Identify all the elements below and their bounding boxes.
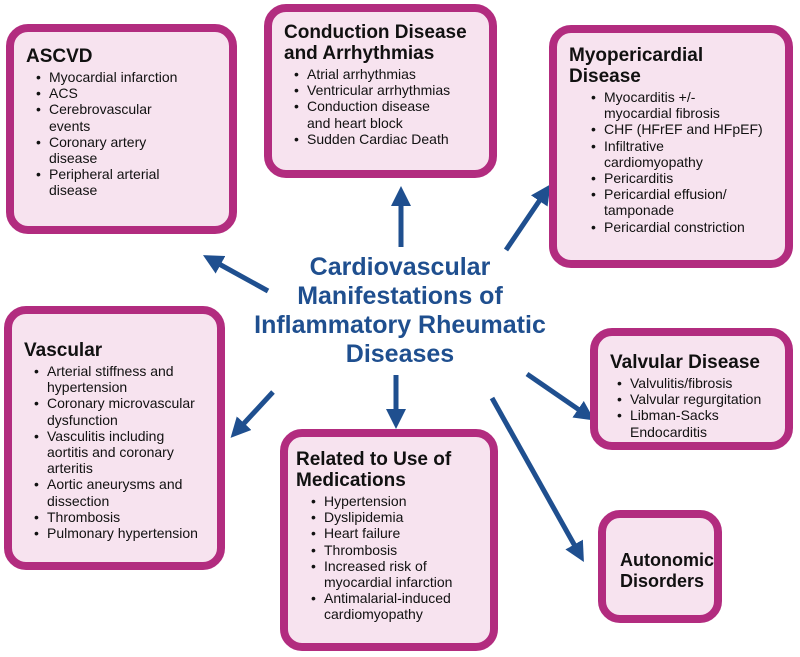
center-title-line: Diseases [345, 340, 455, 368]
list-item: Myocarditis +/- myocardial fibrosis [591, 89, 754, 121]
box-autonomic: Autonomic Disorders [598, 510, 722, 623]
box-title-line: Autonomic [620, 550, 714, 570]
list-item: Antimalarial-induced cardiomyopathy [311, 590, 474, 622]
box-title: Related to Use of Medications [296, 449, 482, 491]
list-item: Valvular regurgitation [617, 391, 777, 407]
center-title-line: Cardiovascular [309, 253, 491, 281]
box-title: Autonomic Disorders [620, 550, 714, 592]
list-item: Thrombosis [34, 509, 209, 525]
list-item: Infiltrative cardiomyopathy [591, 138, 734, 170]
arrow-to-vascular [230, 390, 275, 438]
item-list: Myocardial infarction ACS Cerebrovascula… [26, 69, 219, 199]
box-title-line: ASCVD [26, 46, 93, 67]
list-item: Hypertension [311, 493, 482, 509]
list-item: Pericardial effusion/ tamponade [591, 186, 764, 218]
box-conduction: Conduction Disease and Arrhythmias Atria… [264, 4, 497, 178]
list-item: Pulmonary hypertension [34, 525, 209, 541]
list-item: Aortic aneurysms and dissection [34, 476, 197, 508]
box-title-line: Medications [296, 470, 406, 491]
box-title: Myopericardial Disease [569, 45, 777, 87]
box-valvular: Valvular Disease Valvulitis/fibrosis Val… [590, 328, 793, 450]
box-title-line: Conduction Disease [284, 22, 467, 43]
list-item: ACS [36, 85, 219, 101]
center-title-line: Manifestations of [297, 282, 503, 310]
arrow-to-valvular [525, 371, 595, 421]
list-item: Increased risk of myocardial infarction [311, 558, 484, 590]
box-title-line: Valvular Disease [610, 352, 760, 373]
arrow-to-ascvd [202, 255, 270, 294]
box-title-line: Myopericardial [569, 45, 704, 66]
box-title-line: Related to Use of [296, 449, 452, 470]
center-title: Cardiovascular Manifestations of Inflamm… [235, 253, 565, 369]
list-item: Thrombosis [311, 542, 482, 558]
box-title-line: Disorders [620, 571, 705, 591]
arrow-to-myopericardial [503, 184, 551, 252]
list-item: Libman-Sacks Endocarditis [617, 407, 740, 439]
list-item: Heart failure [311, 525, 482, 541]
list-item: Sudden Cardiac Death [294, 131, 479, 147]
box-title-line: Disease [569, 66, 641, 87]
box-title: Conduction Disease and Arrhythmias [284, 22, 479, 64]
list-item: Conduction disease and heart block [294, 98, 452, 130]
list-item: Ventricular arrhythmias [294, 82, 479, 98]
list-item: Coronary artery disease [36, 134, 174, 166]
box-title-line: Vascular [24, 340, 103, 361]
list-item: Arterial stiffness and hypertension [34, 363, 197, 395]
list-item: Coronary microvascular dysfunction [34, 395, 197, 427]
item-list: Valvulitis/fibrosis Valvular regurgitati… [610, 375, 777, 440]
list-item: CHF (HFrEF and HFpEF) [591, 121, 777, 137]
list-item: Pericardial constriction [591, 219, 777, 235]
box-title: Vascular [24, 340, 209, 361]
box-ascvd: ASCVD Myocardial infarction ACS Cerebrov… [6, 24, 237, 234]
box-medications: Related to Use of Medications Hypertensi… [280, 429, 498, 651]
item-list: Arterial stiffness and hypertension Coro… [24, 363, 209, 541]
box-vascular: Vascular Arterial stiffness and hyperten… [4, 306, 225, 570]
list-item: Vasculitis including aortitis and corona… [34, 428, 192, 477]
item-list: Atrial arrhythmias Ventricular arrhythmi… [284, 66, 479, 147]
list-item: Valvulitis/fibrosis [617, 375, 777, 391]
box-title: Valvular Disease [610, 352, 777, 373]
list-item: Atrial arrhythmias [294, 66, 479, 82]
item-list: Myocarditis +/- myocardial fibrosis CHF … [569, 89, 777, 235]
list-item: Peripheral arterial disease [36, 166, 179, 198]
list-item: Cerebrovascular events [36, 101, 167, 133]
list-item: Pericarditis [591, 170, 777, 186]
arrow-to-autonomic [489, 396, 584, 562]
box-title-line: and Arrhythmias [284, 43, 435, 64]
box-title: ASCVD [26, 46, 219, 67]
list-item: Myocardial infarction [36, 69, 219, 85]
item-list: Hypertension Dyslipidemia Heart failure … [296, 493, 482, 623]
box-myopericardial: Myopericardial Disease Myocarditis +/- m… [549, 25, 793, 268]
list-item: Dyslipidemia [311, 509, 482, 525]
center-title-line: Inflammatory Rheumatic [254, 311, 546, 339]
